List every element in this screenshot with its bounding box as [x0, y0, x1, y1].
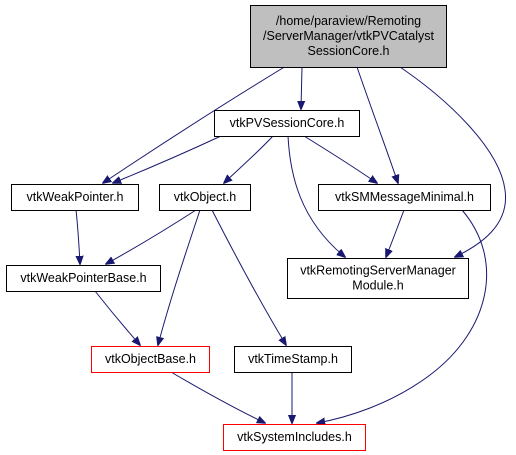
edge-pvsession-to-weakptr [113, 135, 222, 183]
node-label-remoting-line-0: vtkRemotingServerManager [300, 264, 456, 278]
node-box-pvsession [214, 110, 360, 137]
node-box-remoting [287, 258, 469, 299]
node-sysincl[interactable]: vtkSystemIncludes.h [223, 424, 366, 451]
node-smmsg[interactable]: vtkSMMessageMinimal.h [318, 184, 491, 211]
node-label-remoting-line-1: Module.h [352, 279, 403, 293]
edges-layer [76, 62, 506, 423]
node-label-smmsg-line-0: vtkSMMessageMinimal.h [335, 190, 474, 204]
node-weakptrbase[interactable]: vtkWeakPointerBase.h [6, 265, 161, 292]
node-root[interactable]: /home/paraview/Remoting/ServerManager/vt… [250, 5, 447, 68]
edge-weakptrbase-to-objectbase [94, 290, 140, 345]
edge-root-to-weakptr [103, 62, 292, 183]
node-pvsession[interactable]: vtkPVSessionCore.h [214, 110, 360, 137]
node-box-objectbase [91, 346, 210, 373]
node-box-smmsg [318, 184, 491, 211]
edge-smmsg-to-sysincl [317, 209, 488, 423]
edge-pvsession-to-remoting [287, 135, 345, 257]
edge-weakptr-to-weakptrbase [76, 209, 80, 264]
node-box-timestamp [234, 346, 352, 373]
node-box-weakptr [11, 184, 139, 211]
edge-root-to-smmsg [356, 66, 398, 183]
edge-object-to-weakptrbase [106, 209, 197, 264]
node-label-root-line-1: /ServerManager/vtkPVCatalyst [263, 29, 434, 43]
node-label-root-line-0: /home/paraview/Remoting [276, 14, 421, 28]
node-label-objectbase-line-0: vtkObjectBase.h [105, 352, 196, 366]
node-box-weakptrbase [6, 265, 161, 292]
node-box-sysincl [223, 424, 366, 451]
edge-pvsession-to-smmsg [303, 135, 377, 183]
node-timestamp[interactable]: vtkTimeStamp.h [234, 346, 352, 373]
node-label-sysincl-line-0: vtkSystemIncludes.h [237, 430, 352, 444]
node-object[interactable]: vtkObject.h [159, 184, 251, 211]
edge-object-to-objectbase [158, 209, 201, 345]
edge-object-to-timestamp [211, 209, 286, 345]
node-label-root-line-2: SessionCore.h [308, 44, 390, 58]
node-label-pvsession-line-0: vtkPVSessionCore.h [230, 116, 345, 130]
node-objectbase[interactable]: vtkObjectBase.h [91, 346, 210, 373]
node-label-timestamp-line-0: vtkTimeStamp.h [248, 352, 338, 366]
edge-root-to-pvsession [301, 66, 302, 109]
node-box-object [159, 184, 251, 211]
edge-root-to-remoting [393, 62, 506, 257]
node-weakptr[interactable]: vtkWeakPointer.h [11, 184, 139, 211]
node-box-root [250, 5, 447, 68]
edge-objectbase-to-sysincl [170, 371, 265, 423]
node-label-weakptrbase-line-0: vtkWeakPointerBase.h [20, 271, 146, 285]
node-label-weakptr-line-0: vtkWeakPointer.h [26, 190, 123, 204]
edge-pvsession-to-object [224, 135, 274, 183]
nodes-layer: /home/paraview/Remoting/ServerManager/vt… [6, 5, 491, 451]
node-label-object-line-0: vtkObject.h [174, 190, 237, 204]
edge-smmsg-to-remoting [386, 209, 405, 257]
